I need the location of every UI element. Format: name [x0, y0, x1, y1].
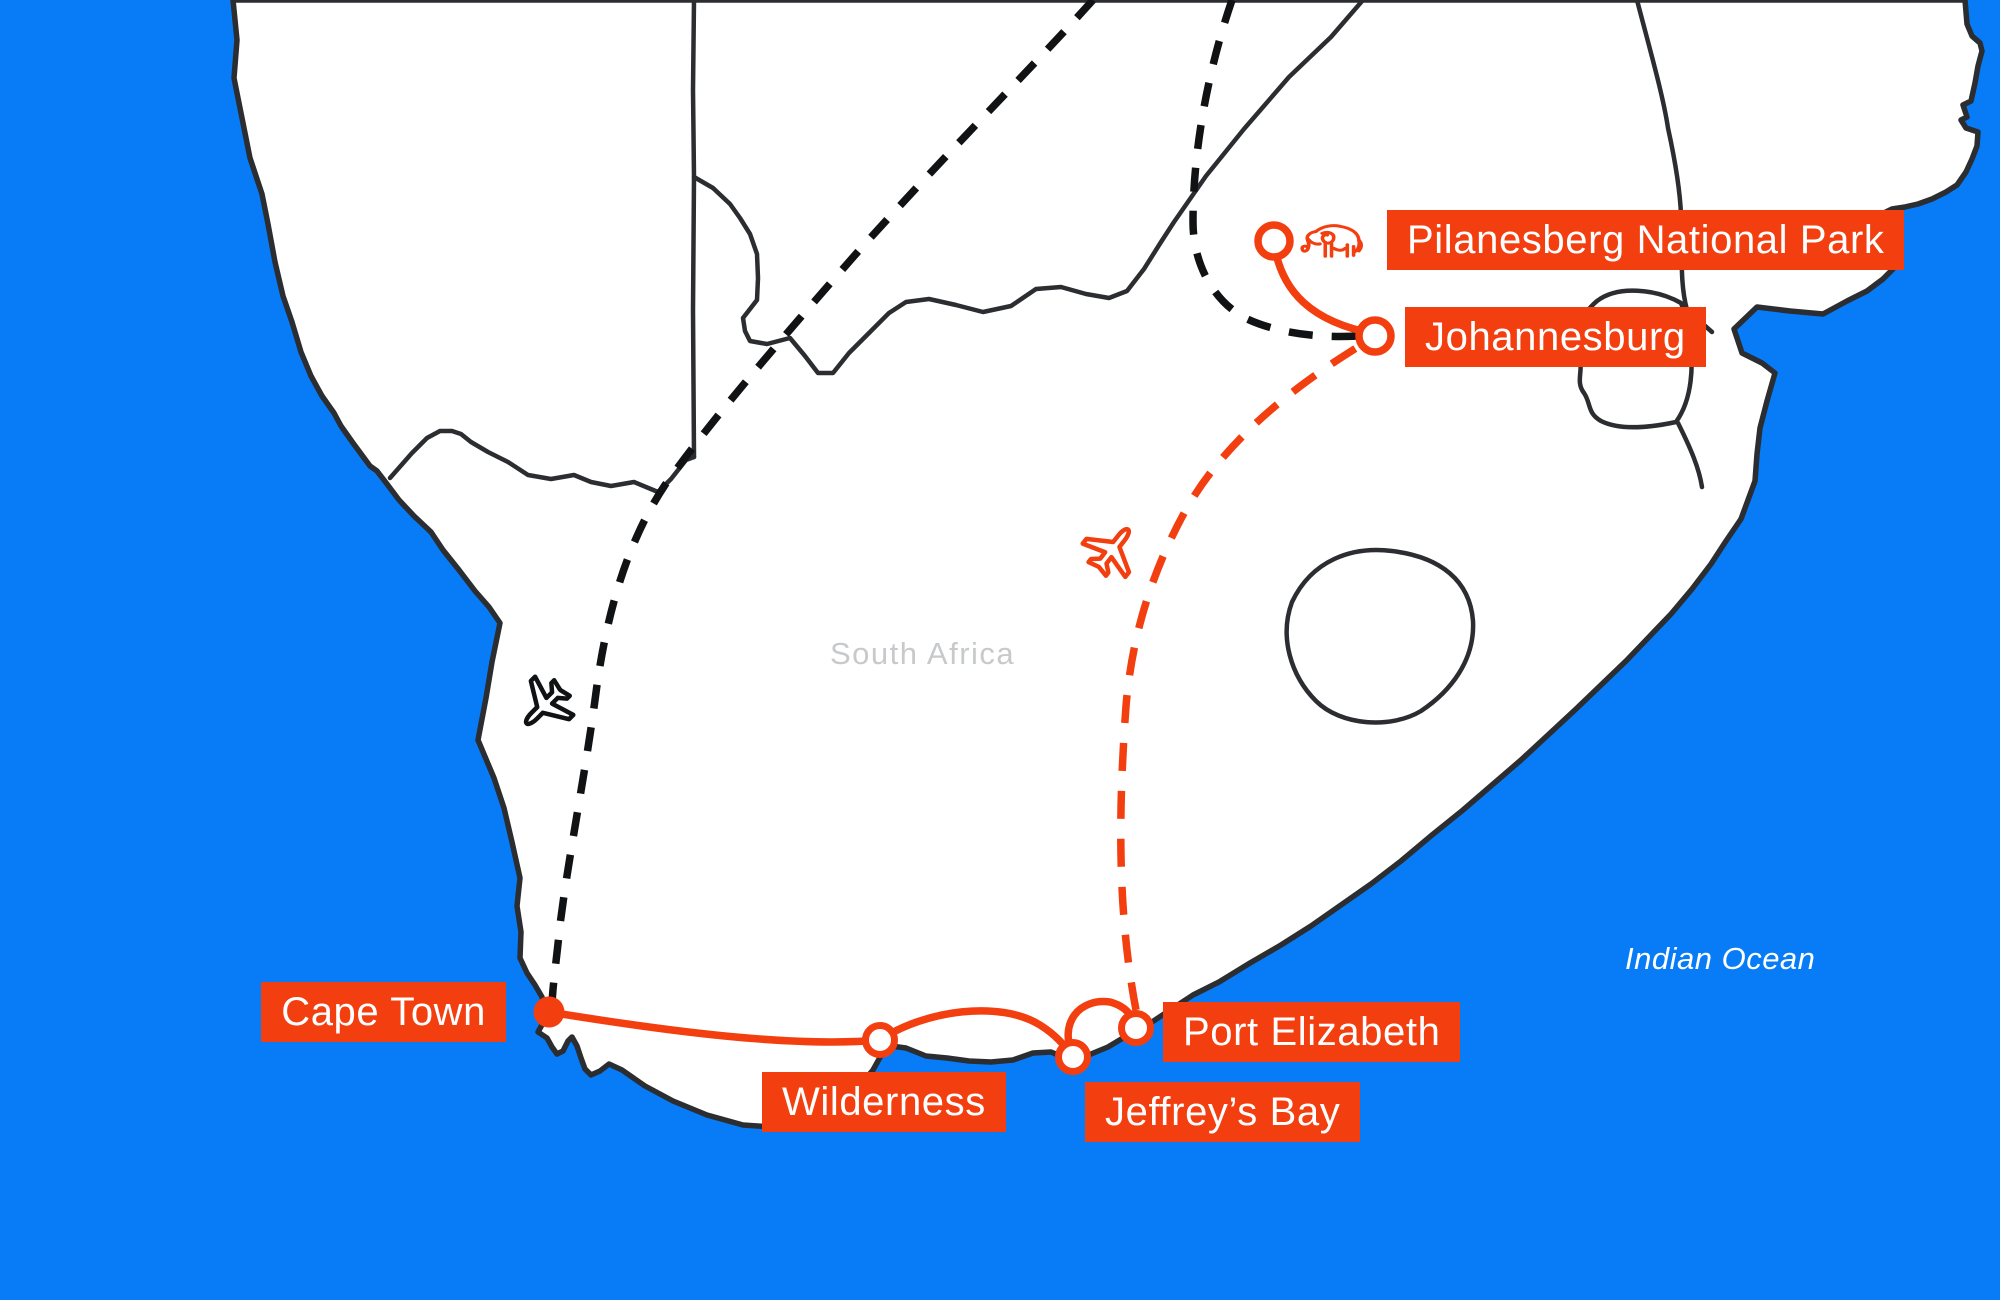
border-lesotho — [1284, 547, 1476, 725]
stop-label-pilanesberg-national-park[interactable]: Pilanesberg National Park — [1387, 210, 1905, 270]
elephant-icon — [1300, 224, 1363, 258]
border-eswatini-to-coast — [1675, 420, 1705, 490]
marker-pilanesberg[interactable] — [1254, 221, 1294, 261]
stop-label-jeffreys-bay[interactable]: Jeffrey’s Bay — [1085, 1082, 1361, 1142]
flight-path-port-elizabeth-johannesburg — [1117, 338, 1368, 1011]
plane-icon-orange — [1080, 526, 1132, 580]
marker-jeffreys-bay[interactable] — [1055, 1039, 1091, 1075]
stop-label-wilderness[interactable]: Wilderness — [762, 1072, 1006, 1132]
marker-wilderness[interactable] — [862, 1022, 898, 1058]
flight-path-to-johannesburg — [1189, 0, 1358, 341]
ocean-name-label: Indian Ocean — [1625, 941, 1816, 976]
marker-port-elizabeth[interactable] — [1118, 1010, 1154, 1046]
route-wilderness-jeffreys-bay — [876, 1007, 1077, 1061]
plane-icon-black — [523, 674, 576, 727]
border-botswana-zimbabwe — [691, 0, 1366, 376]
marker-johannesburg[interactable] — [1355, 316, 1395, 356]
border-namibia-east — [690, 0, 697, 460]
stop-label-johannesburg[interactable]: Johannesburg — [1405, 307, 1706, 367]
marker-cape-town[interactable] — [533, 996, 565, 1028]
stop-label-cape-town[interactable]: Cape Town — [261, 982, 506, 1042]
flight-path-to-cape-town — [548, 0, 1096, 1009]
country-name-label: South Africa — [830, 636, 1016, 671]
route-cape-town-wilderness — [545, 1008, 884, 1046]
stop-label-port-elizabeth[interactable]: Port Elizabeth — [1163, 1002, 1461, 1062]
inbound-flight-routes — [548, 0, 1358, 1009]
